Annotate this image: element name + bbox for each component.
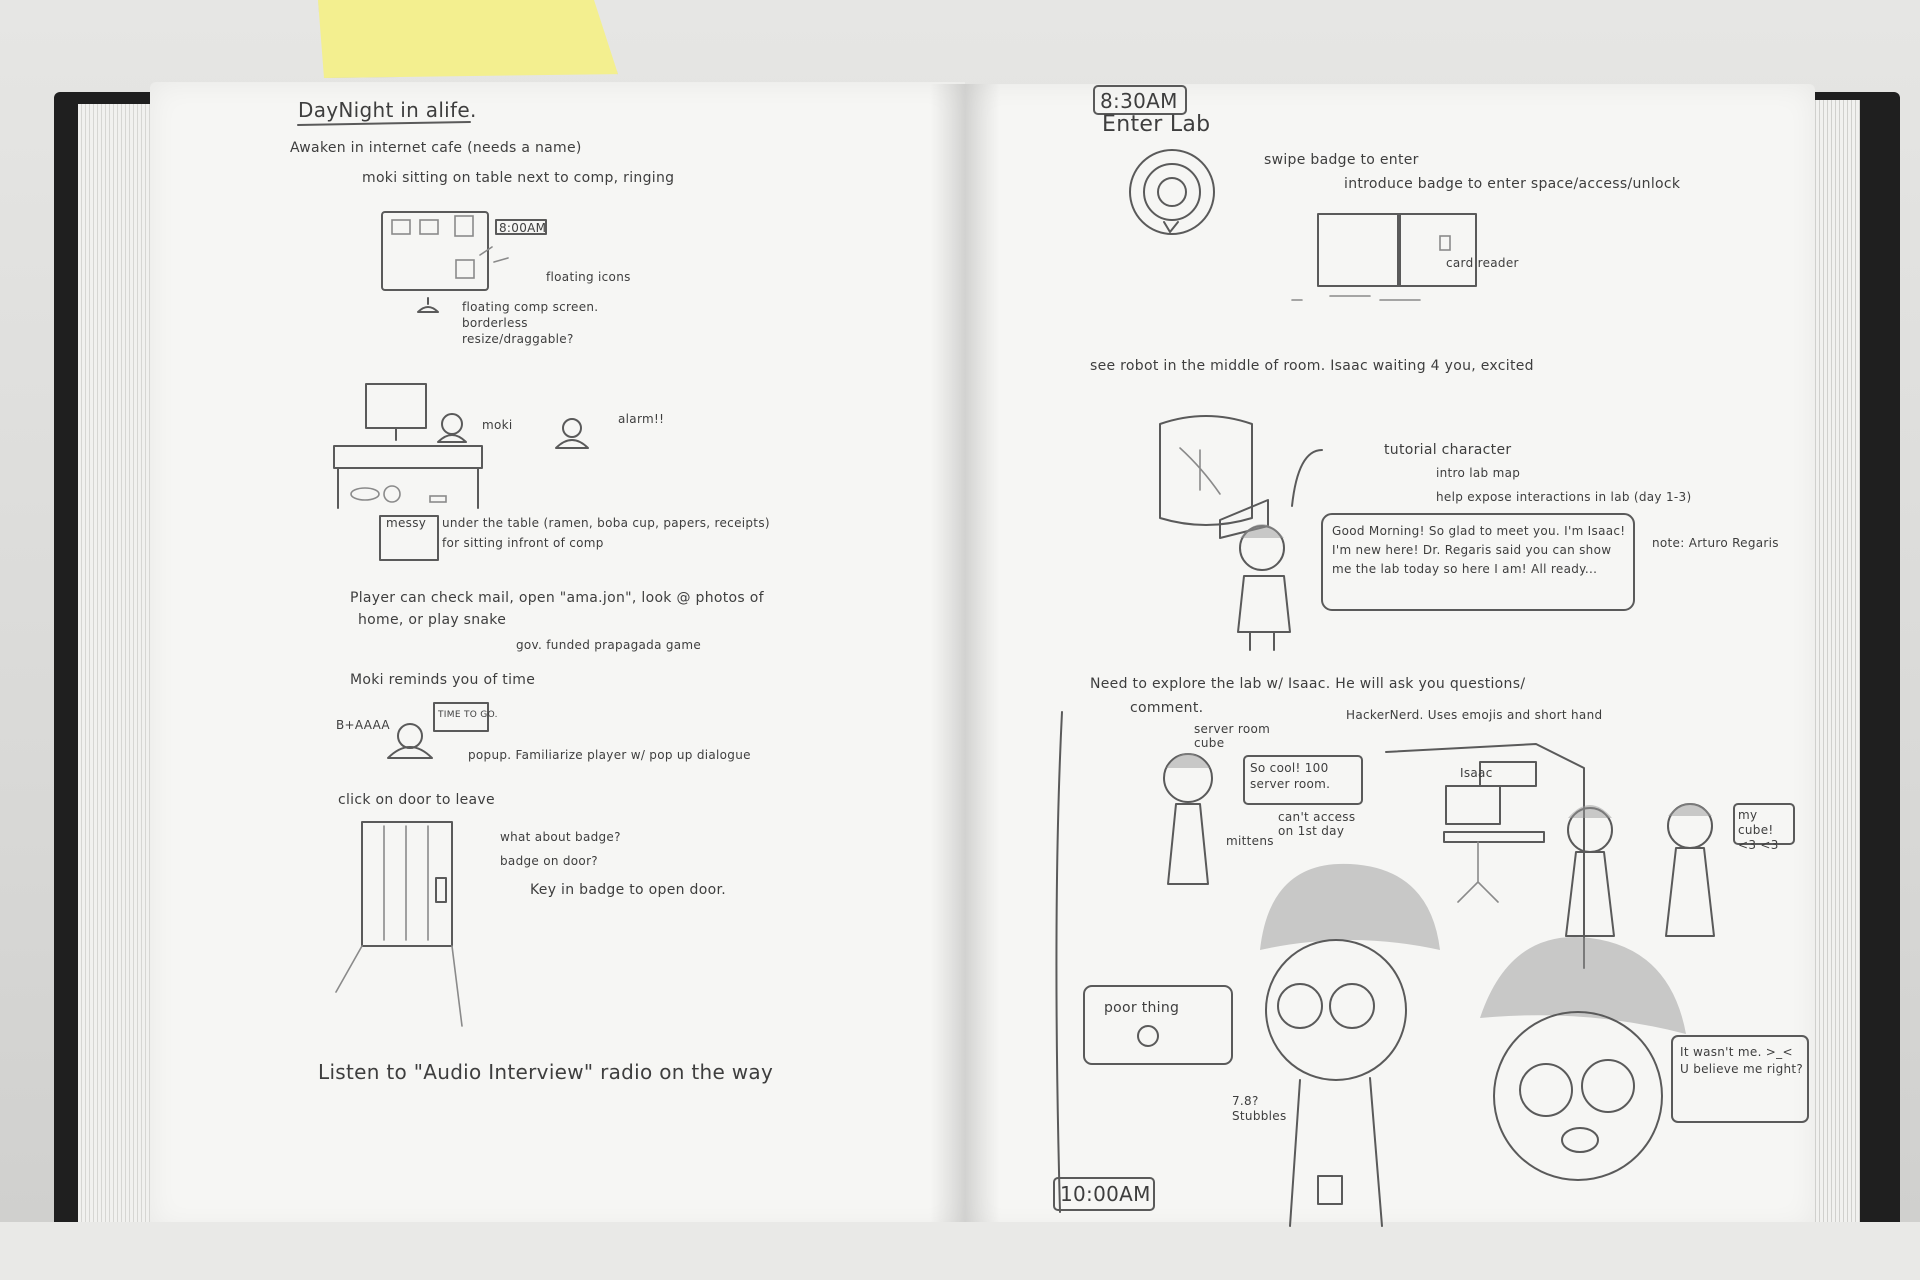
floating-icons-label: floating icons <box>546 270 631 284</box>
time-box-1000 <box>1053 1177 1155 1211</box>
hackernerd-label: HackerNerd. Uses emojis and short hand <box>1346 708 1603 722</box>
timeline-bracket <box>1055 711 1063 1213</box>
sad-face-icon <box>1137 1025 1159 1047</box>
isaac-large-sketch <box>1260 863 1440 1227</box>
note-borderless: borderless <box>462 316 528 330</box>
note-listen-radio: Listen to "Audio Interview" radio on the… <box>318 1060 774 1084</box>
stubbles-label: 7.8? Stubbles <box>1232 1094 1287 1123</box>
tutorial-character-label: tutorial character <box>1384 442 1512 458</box>
messy-label: messy <box>386 516 427 530</box>
door-key-note: Key in badge to open door. <box>530 882 726 898</box>
note-floating-screen: floating comp screen. <box>462 300 599 314</box>
popup-box-text: TIME TO GO. <box>438 710 498 720</box>
clock-label: 8:00AM <box>499 221 547 235</box>
card-reader-label: card reader <box>1446 256 1519 270</box>
spine-shadow <box>930 84 1000 1230</box>
wasnt-me-text: It wasn't me. >_< U believe me right? <box>1680 1045 1804 1076</box>
mittens-label: mittens <box>1226 834 1274 848</box>
note-swipe-badge: swipe badge to enter <box>1264 152 1419 168</box>
so-cool-box <box>1243 755 1363 805</box>
tutorial-item-1: intro lab map <box>1436 466 1521 480</box>
left-page <box>150 82 965 1230</box>
arturo-note: note: Arturo Regaris <box>1652 536 1779 550</box>
page-title: DayNight in alife. <box>298 98 477 122</box>
moki-popup-sketch <box>387 702 489 759</box>
dialogue-box <box>1321 513 1635 611</box>
note-resize: resize/draggable? <box>462 332 574 346</box>
wasnt-me-box <box>1671 1035 1809 1123</box>
under-table-label: under the table (ramen, boba cup, papers… <box>442 516 770 530</box>
time-box-830 <box>1093 85 1187 115</box>
alarm-label: alarm!! <box>618 412 665 426</box>
baaaa-label: B+AAAA <box>336 718 390 732</box>
cube-sketch <box>1385 743 1715 969</box>
isaac-character-sketch <box>1237 524 1291 651</box>
isaac-dialogue-text: Good Morning! So glad to meet you. I'm I… <box>1332 524 1626 576</box>
messy-box <box>379 515 439 561</box>
note-click-door: click on door to leave <box>338 792 495 808</box>
note-player-home: home, or play snake <box>358 612 507 628</box>
door-question-on-door: badge on door? <box>500 854 598 868</box>
moki-label: moki <box>482 418 513 432</box>
poor-thing-box <box>1083 985 1233 1065</box>
time-830: 8:30AM <box>1100 89 1178 113</box>
isaac-sign: Isaac <box>1460 766 1493 780</box>
note-comment: comment. <box>1130 700 1204 716</box>
so-cool-text: So cool! 100 server room. <box>1250 761 1331 791</box>
door-question-badge: what about badge? <box>500 830 621 844</box>
desk-scene-sketch <box>333 383 589 509</box>
sitting-label: for sitting infront of comp <box>442 536 604 550</box>
cant-access-label: can't access on 1st day <box>1278 810 1356 838</box>
door-sketch <box>335 821 463 1027</box>
time-1000: 10:00AM <box>1060 1182 1151 1206</box>
my-cube-text: my cube! <3 <3 <box>1738 808 1779 852</box>
nerd-large-sketch <box>1480 937 1686 1181</box>
server-room-label: server room <box>1194 722 1271 736</box>
badge-swipe-sketch <box>1129 149 1215 235</box>
note-explore-lab: Need to explore the lab w/ Isaac. He wil… <box>1090 676 1526 692</box>
note-awaken: Awaken in internet cafe (needs a name) <box>290 140 582 156</box>
note-moki-sitting: moki sitting on table next to comp, ring… <box>362 170 675 186</box>
computer-screen-sketch <box>381 211 547 313</box>
tutorial-item-2: help expose interactions in lab (day 1-3… <box>1436 490 1692 504</box>
note-see-robot: see robot in the middle of room. Isaac w… <box>1090 358 1534 374</box>
table-edge <box>0 1222 1920 1280</box>
tutorial-arrow <box>1291 449 1323 507</box>
cube-label: cube <box>1194 736 1225 750</box>
popup-note: popup. Familiarize player w/ pop up dial… <box>468 748 751 762</box>
poor-thing-text: poor thing <box>1104 1000 1180 1016</box>
robot-tank-sketch <box>1159 415 1269 539</box>
card-reader-sketch <box>1291 213 1477 301</box>
note-player-check: Player can check mail, open "ama.jon", l… <box>350 590 764 606</box>
note-moki-reminds: Moki reminds you of time <box>350 672 536 688</box>
sticky-note <box>318 0 618 78</box>
hackernerd-sketch <box>1163 753 1213 885</box>
note-introduce-badge: introduce badge to enter space/access/un… <box>1344 176 1681 192</box>
title-underline <box>297 121 471 126</box>
gov-game-label: gov. funded prapagada game <box>516 638 702 652</box>
my-cube-box <box>1733 803 1795 845</box>
enter-lab-heading: Enter Lab <box>1102 112 1211 137</box>
